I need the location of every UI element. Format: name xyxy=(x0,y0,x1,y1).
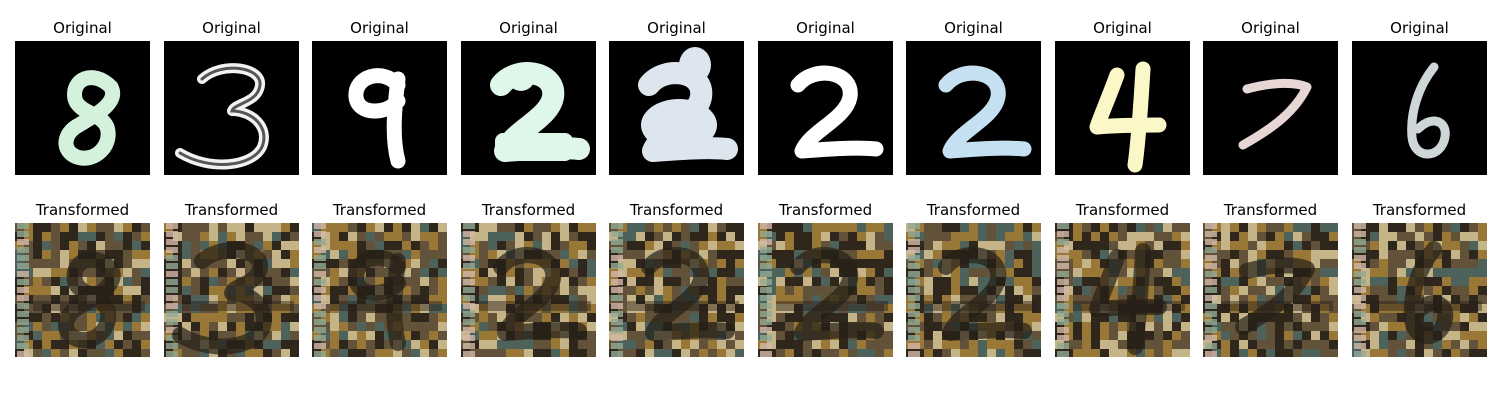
transformed-title: Transformed xyxy=(481,201,576,219)
digit-stroke xyxy=(58,70,120,166)
digit-stroke xyxy=(938,65,1032,159)
ghost-digit-stroke xyxy=(790,247,884,341)
original-title: Original xyxy=(499,19,558,37)
transformed-image xyxy=(1055,223,1190,357)
transformed-image xyxy=(609,223,744,357)
original-image xyxy=(461,41,596,175)
transformed-title: Transformed xyxy=(35,201,130,219)
digit-stroke xyxy=(1089,67,1167,135)
original-image xyxy=(758,41,893,175)
transformed-image xyxy=(1352,223,1487,357)
transformed-title: Transformed xyxy=(629,201,724,219)
transformed-image xyxy=(461,223,596,357)
digit-stroke xyxy=(1407,62,1450,159)
digit-stroke xyxy=(1127,61,1151,173)
original-image xyxy=(609,41,744,175)
digit-stroke xyxy=(1238,78,1312,150)
original-title: Original xyxy=(944,19,1003,37)
transformed-title: Transformed xyxy=(778,201,873,219)
transformed-title: Transformed xyxy=(1372,201,1467,219)
ghost-digit-stroke xyxy=(172,242,272,355)
digit-stroke xyxy=(790,65,884,159)
transformed-title: Transformed xyxy=(332,201,427,219)
transformed-image xyxy=(758,223,893,357)
ghost-digit-stroke xyxy=(348,249,406,302)
original-title: Original xyxy=(796,19,855,37)
transformed-image xyxy=(312,223,447,357)
original-title: Original xyxy=(350,19,409,37)
transformed-title: Transformed xyxy=(926,201,1021,219)
ghost-digit-stroke xyxy=(493,247,587,341)
original-image xyxy=(1203,41,1338,175)
original-title: Original xyxy=(1241,19,1300,37)
original-image xyxy=(15,41,150,175)
ghost-digit-stroke xyxy=(1403,241,1454,344)
ghost-digit-stroke xyxy=(938,247,1032,341)
original-title: Original xyxy=(53,19,112,37)
ghost-digit-stroke xyxy=(386,253,406,351)
original-image xyxy=(906,41,1041,175)
original-title: Original xyxy=(647,19,706,37)
original-image xyxy=(164,41,299,175)
transformed-image xyxy=(906,223,1041,357)
original-image xyxy=(1055,41,1190,175)
transformed-title: Transformed xyxy=(184,201,279,219)
digit-stroke xyxy=(386,71,406,169)
transformed-title: Transformed xyxy=(1223,201,1318,219)
transformed-image xyxy=(15,223,150,357)
ghost-digit-stroke xyxy=(1235,257,1315,335)
transformed-title: Transformed xyxy=(1075,201,1170,219)
original-image xyxy=(1352,41,1487,175)
ghost-digit-stroke xyxy=(641,247,735,341)
transformed-image xyxy=(1203,223,1338,357)
ghost-digit-stroke xyxy=(1127,243,1151,355)
digit-stroke xyxy=(348,68,406,119)
original-title: Original xyxy=(202,19,261,37)
ghost-digit-stroke xyxy=(58,251,121,349)
original-title: Original xyxy=(1390,19,1449,37)
transformed-image xyxy=(164,223,299,357)
original-title: Original xyxy=(1093,19,1152,37)
original-image xyxy=(312,41,447,175)
